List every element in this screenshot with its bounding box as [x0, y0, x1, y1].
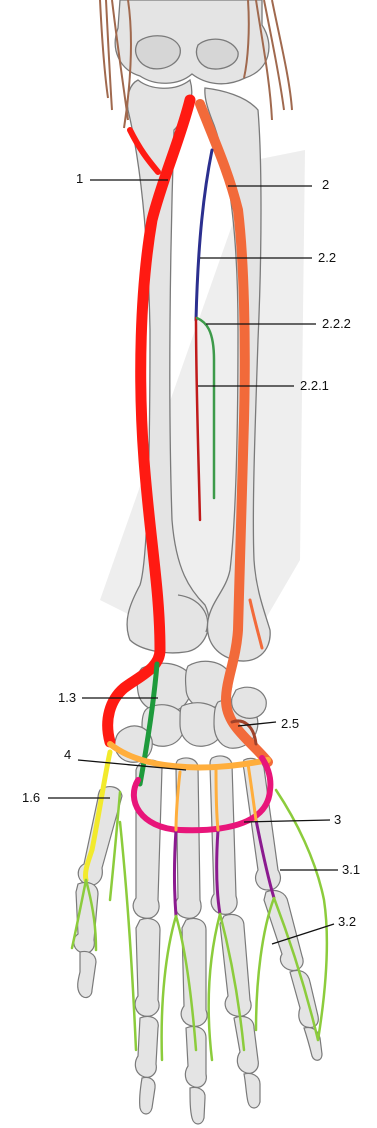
label-2-2-1: 2.2.1	[300, 379, 329, 393]
label-2-2: 2.2	[318, 251, 336, 265]
label-3-2: 3.2	[338, 915, 356, 929]
label-1-6: 1.6	[22, 791, 40, 805]
phalanges	[74, 882, 322, 1124]
label-2-5: 2.5	[281, 717, 299, 731]
label-2-2-2: 2.2.2	[322, 317, 351, 331]
label-4: 4	[64, 748, 71, 762]
label-3: 3	[334, 813, 341, 827]
label-1-3: 1.3	[58, 691, 76, 705]
label-3-1: 3.1	[342, 863, 360, 877]
label-2: 2	[322, 178, 329, 192]
label-1: 1	[76, 172, 83, 186]
